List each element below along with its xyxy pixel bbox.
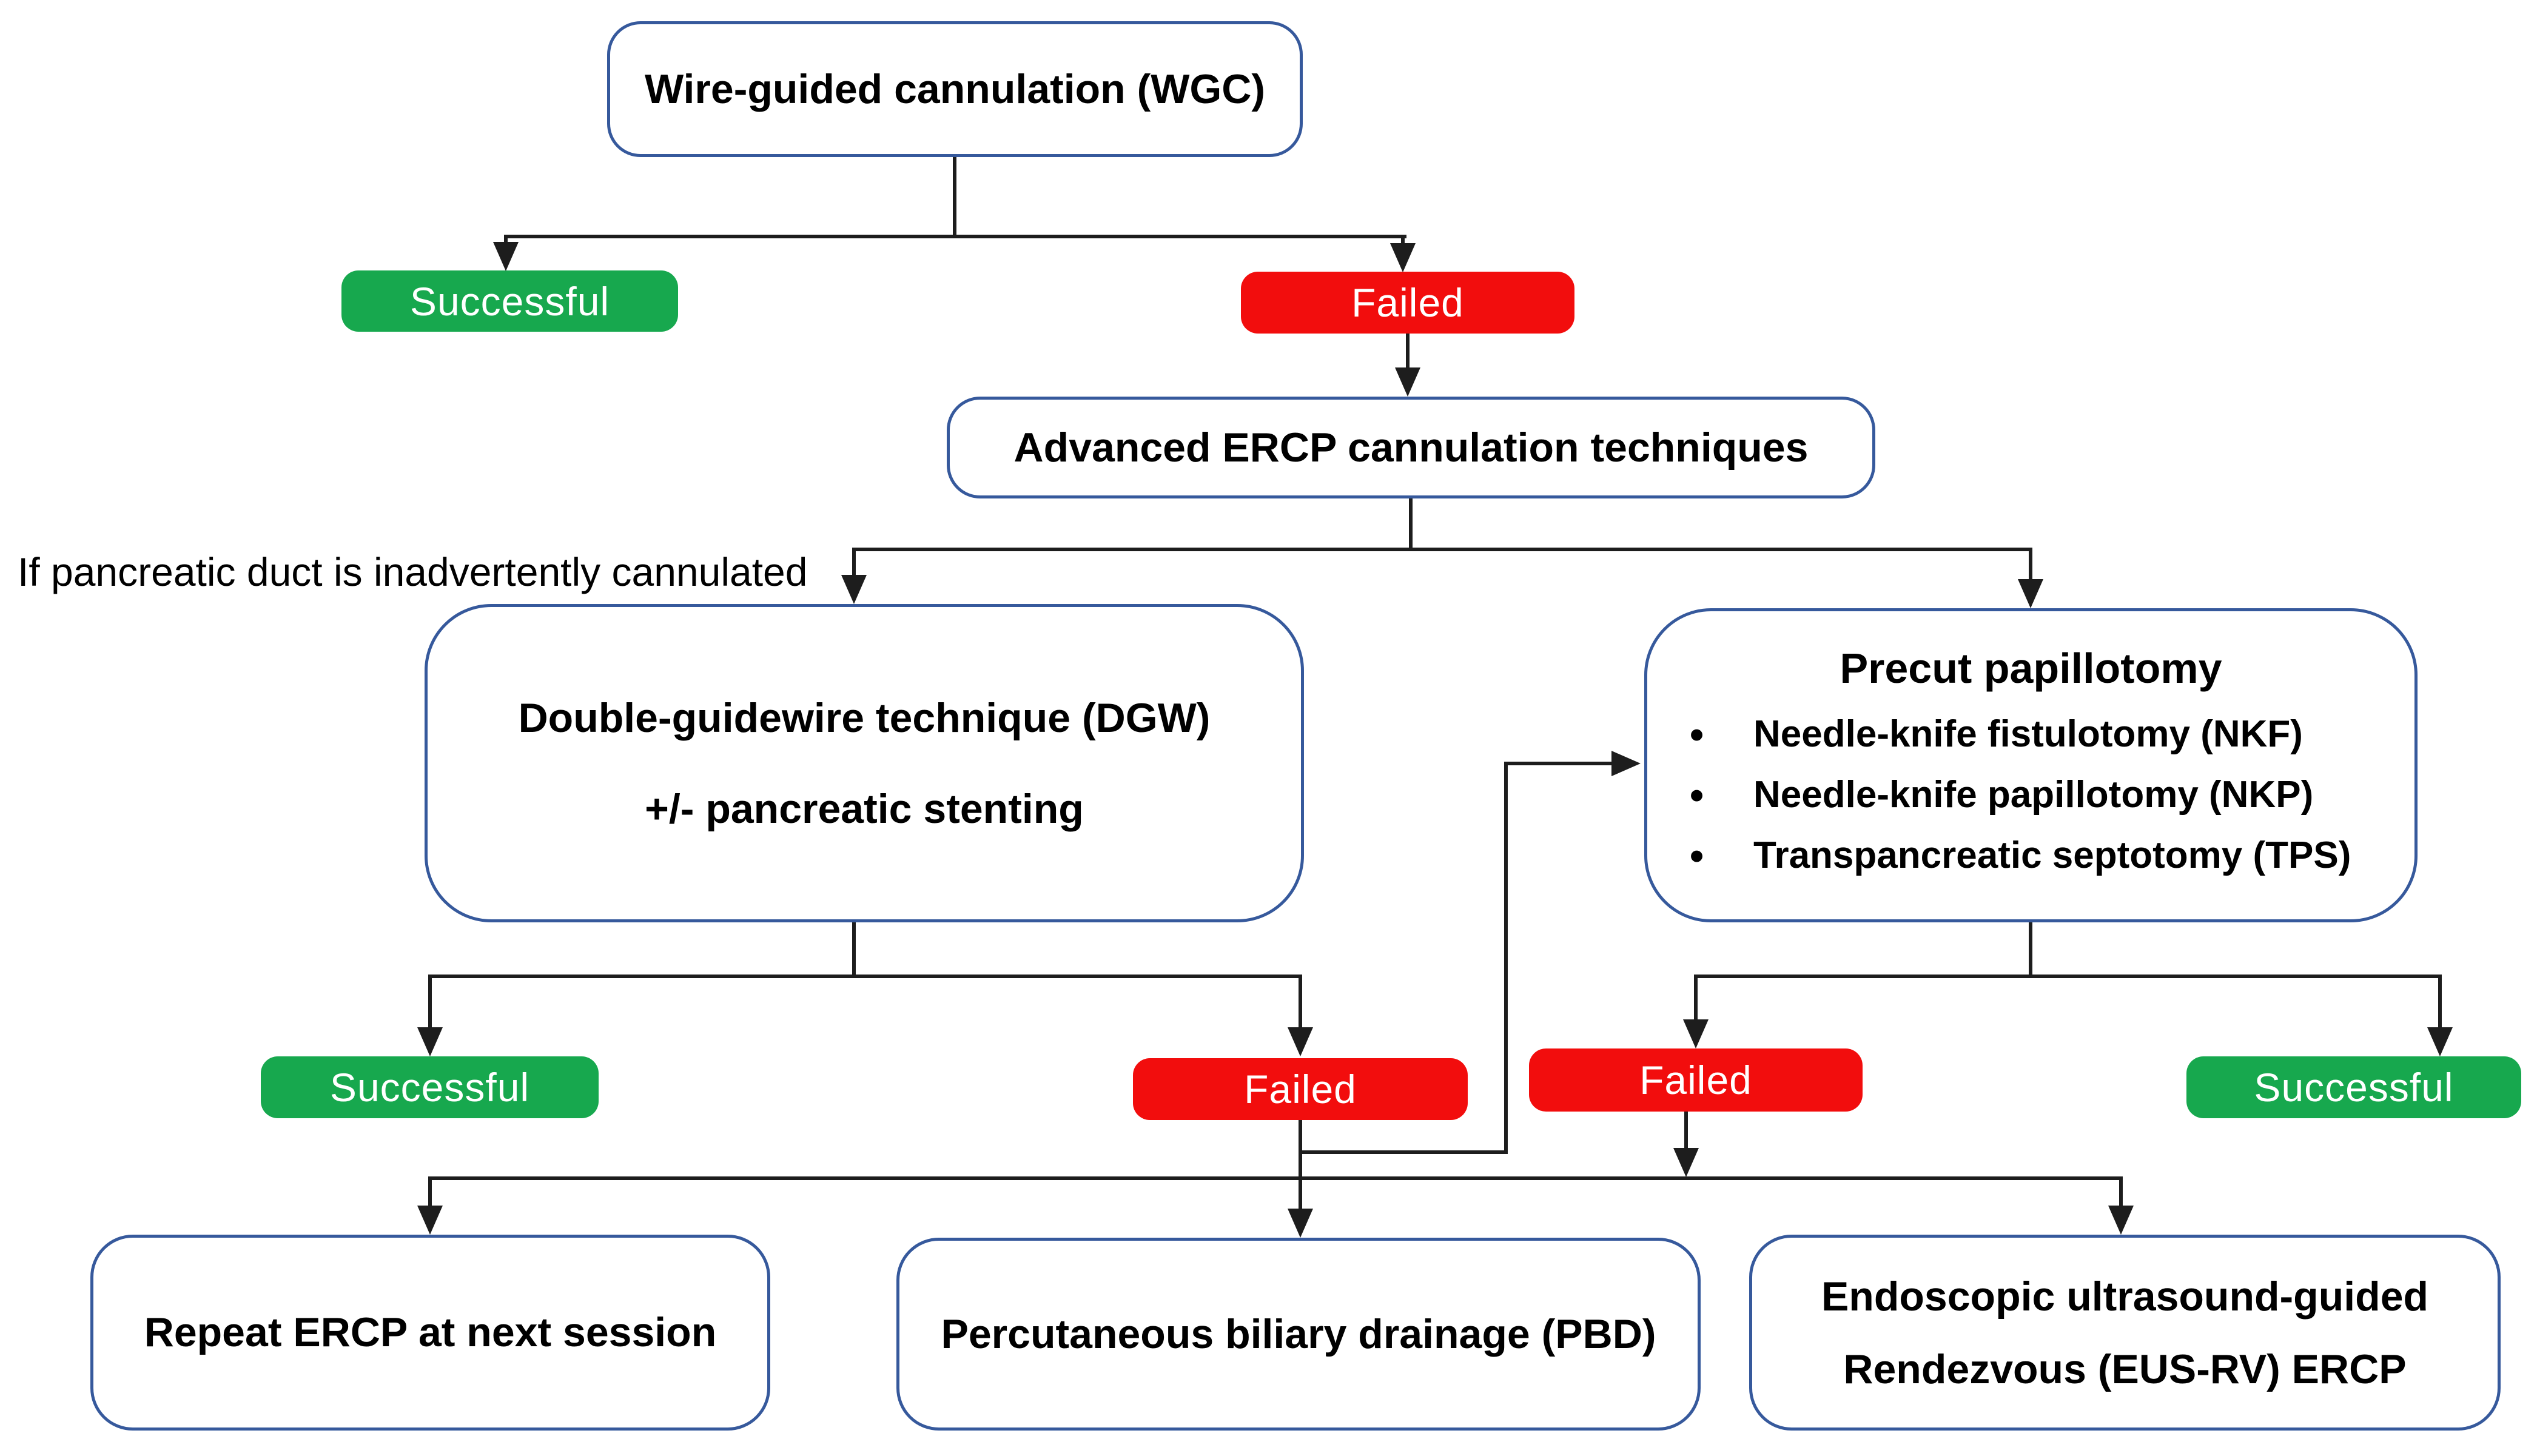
arrowhead-feedback-precut — [1611, 751, 1641, 776]
pill-failed-wgc: Failed — [1241, 272, 1574, 334]
precut-bullet-list: Needle-knife fistulotomy (NKF) Needle-kn… — [1647, 704, 2369, 886]
precut-bullet-tps-label: Transpancreatic septotomy (TPS) — [1753, 834, 2351, 876]
arrowhead-successful-dgw — [417, 1027, 443, 1056]
edge-dgw-stem — [852, 922, 856, 978]
arrowhead-advanced — [1395, 367, 1420, 397]
pill-successful-dgw-label: Successful — [329, 1065, 530, 1110]
node-double-guidewire-technique: Double-guidewire technique (DGW) +/- pan… — [425, 604, 1304, 922]
side-note-pancreatic-duct: If pancreatic duct is inadvertently cann… — [18, 549, 808, 594]
edge-precut-split — [1694, 975, 2442, 978]
arrowhead-failed-precut — [1683, 1019, 1709, 1048]
node-wire-guided-cannulation: Wire-guided cannulation (WGC) — [607, 21, 1303, 157]
node-wire-guided-cannulation-label: Wire-guided cannulation (WGC) — [644, 65, 1266, 112]
pill-failed-dgw: Failed — [1133, 1058, 1468, 1120]
node-dgw-line1: Double-guidewire technique (DGW) — [518, 694, 1211, 741]
edge-failed-to-advanced — [1406, 334, 1410, 369]
edge-precut-stem — [2029, 922, 2032, 978]
edge-drop-successful-precut — [2438, 975, 2442, 1028]
edge-drop-failed-wgc — [1401, 235, 1405, 244]
pill-failed-wgc-label: Failed — [1351, 280, 1464, 325]
node-percutaneous-biliary-drainage: Percutaneous biliary drainage (PBD) — [896, 1238, 1701, 1431]
arrowhead-pbd — [1288, 1209, 1313, 1238]
edge-dgw-split — [428, 975, 1302, 978]
edge-drop-successful-wgc — [504, 235, 508, 244]
pill-successful-precut-label: Successful — [2254, 1065, 2454, 1110]
edge-wgc-stem — [953, 157, 956, 238]
pill-failed-precut-label: Failed — [1639, 1058, 1752, 1102]
edge-drop-failed-dgw — [1299, 975, 1302, 1028]
edge-drop-repeat-ercp — [428, 1176, 432, 1207]
pill-successful-dgw: Successful — [261, 1056, 599, 1118]
edge-failed-precut-down — [1684, 1112, 1688, 1149]
arrowhead-collector — [1673, 1148, 1699, 1177]
node-precut-title: Precut papillotomy — [1840, 645, 2222, 692]
node-eus-rv-ercp: Endoscopic ultrasound-guided Rendezvous … — [1749, 1235, 2501, 1431]
edge-drop-dgw — [852, 548, 856, 576]
node-eus-rv-line1: Endoscopic ultrasound-guided — [1821, 1273, 2429, 1320]
node-dgw-line2: +/- pancreatic stenting — [645, 785, 1084, 832]
arrowhead-eus-rv — [2108, 1206, 2134, 1235]
pill-failed-dgw-label: Failed — [1244, 1067, 1357, 1112]
node-advanced-ercp-techniques: Advanced ERCP cannulation techniques — [947, 397, 1875, 498]
arrowhead-failed-wgc — [1390, 243, 1416, 272]
edge-advanced-split — [852, 548, 2032, 551]
edge-drop-precut — [2029, 548, 2032, 580]
node-precut-papillotomy: Precut papillotomy Needle-knife fistulot… — [1644, 608, 2418, 922]
precut-bullet-nkf-label: Needle-knife fistulotomy (NKF) — [1753, 713, 2303, 755]
edge-feedback-bottom — [1299, 1150, 1508, 1154]
arrowhead-successful-precut — [2427, 1027, 2453, 1056]
edge-drop-failed-precut — [1694, 975, 1698, 1021]
node-pbd-label: Percutaneous biliary drainage (PBD) — [941, 1310, 1656, 1357]
edge-failed-dgw-down — [1299, 1120, 1302, 1210]
precut-bullet-nkp-label: Needle-knife papillotomy (NKP) — [1753, 773, 2314, 816]
edge-wgc-split — [504, 235, 1406, 238]
node-repeat-ercp-label: Repeat ERCP at next session — [144, 1309, 717, 1355]
node-advanced-ercp-techniques-label: Advanced ERCP cannulation techniques — [1013, 424, 1809, 471]
arrowhead-precut — [2018, 579, 2043, 608]
precut-bullet-nkf: Needle-knife fistulotomy (NKF) — [1690, 704, 2351, 765]
pill-failed-precut: Failed — [1529, 1048, 1863, 1112]
pill-successful-precut: Successful — [2186, 1056, 2521, 1118]
arrowhead-failed-dgw — [1288, 1027, 1313, 1056]
edge-collector — [428, 1176, 2123, 1180]
edge-advanced-stem — [1409, 498, 1413, 551]
edge-feedback-top — [1504, 762, 1614, 765]
arrowhead-dgw — [841, 575, 867, 604]
arrowhead-repeat-ercp — [417, 1206, 443, 1235]
precut-bullet-nkp: Needle-knife papillotomy (NKP) — [1690, 765, 2351, 825]
precut-bullet-tps: Transpancreatic septotomy (TPS) — [1690, 825, 2351, 886]
edge-feedback-up — [1504, 762, 1508, 1154]
pill-successful-wgc: Successful — [341, 270, 678, 332]
pill-successful-wgc-label: Successful — [409, 278, 610, 324]
edge-drop-eus-rv — [2119, 1176, 2123, 1207]
arrowhead-successful-wgc — [493, 242, 519, 271]
node-repeat-ercp: Repeat ERCP at next session — [90, 1235, 770, 1431]
node-eus-rv-line2: Rendezvous (EUS-RV) ERCP — [1843, 1346, 2407, 1392]
edge-drop-successful-dgw — [428, 975, 432, 1028]
